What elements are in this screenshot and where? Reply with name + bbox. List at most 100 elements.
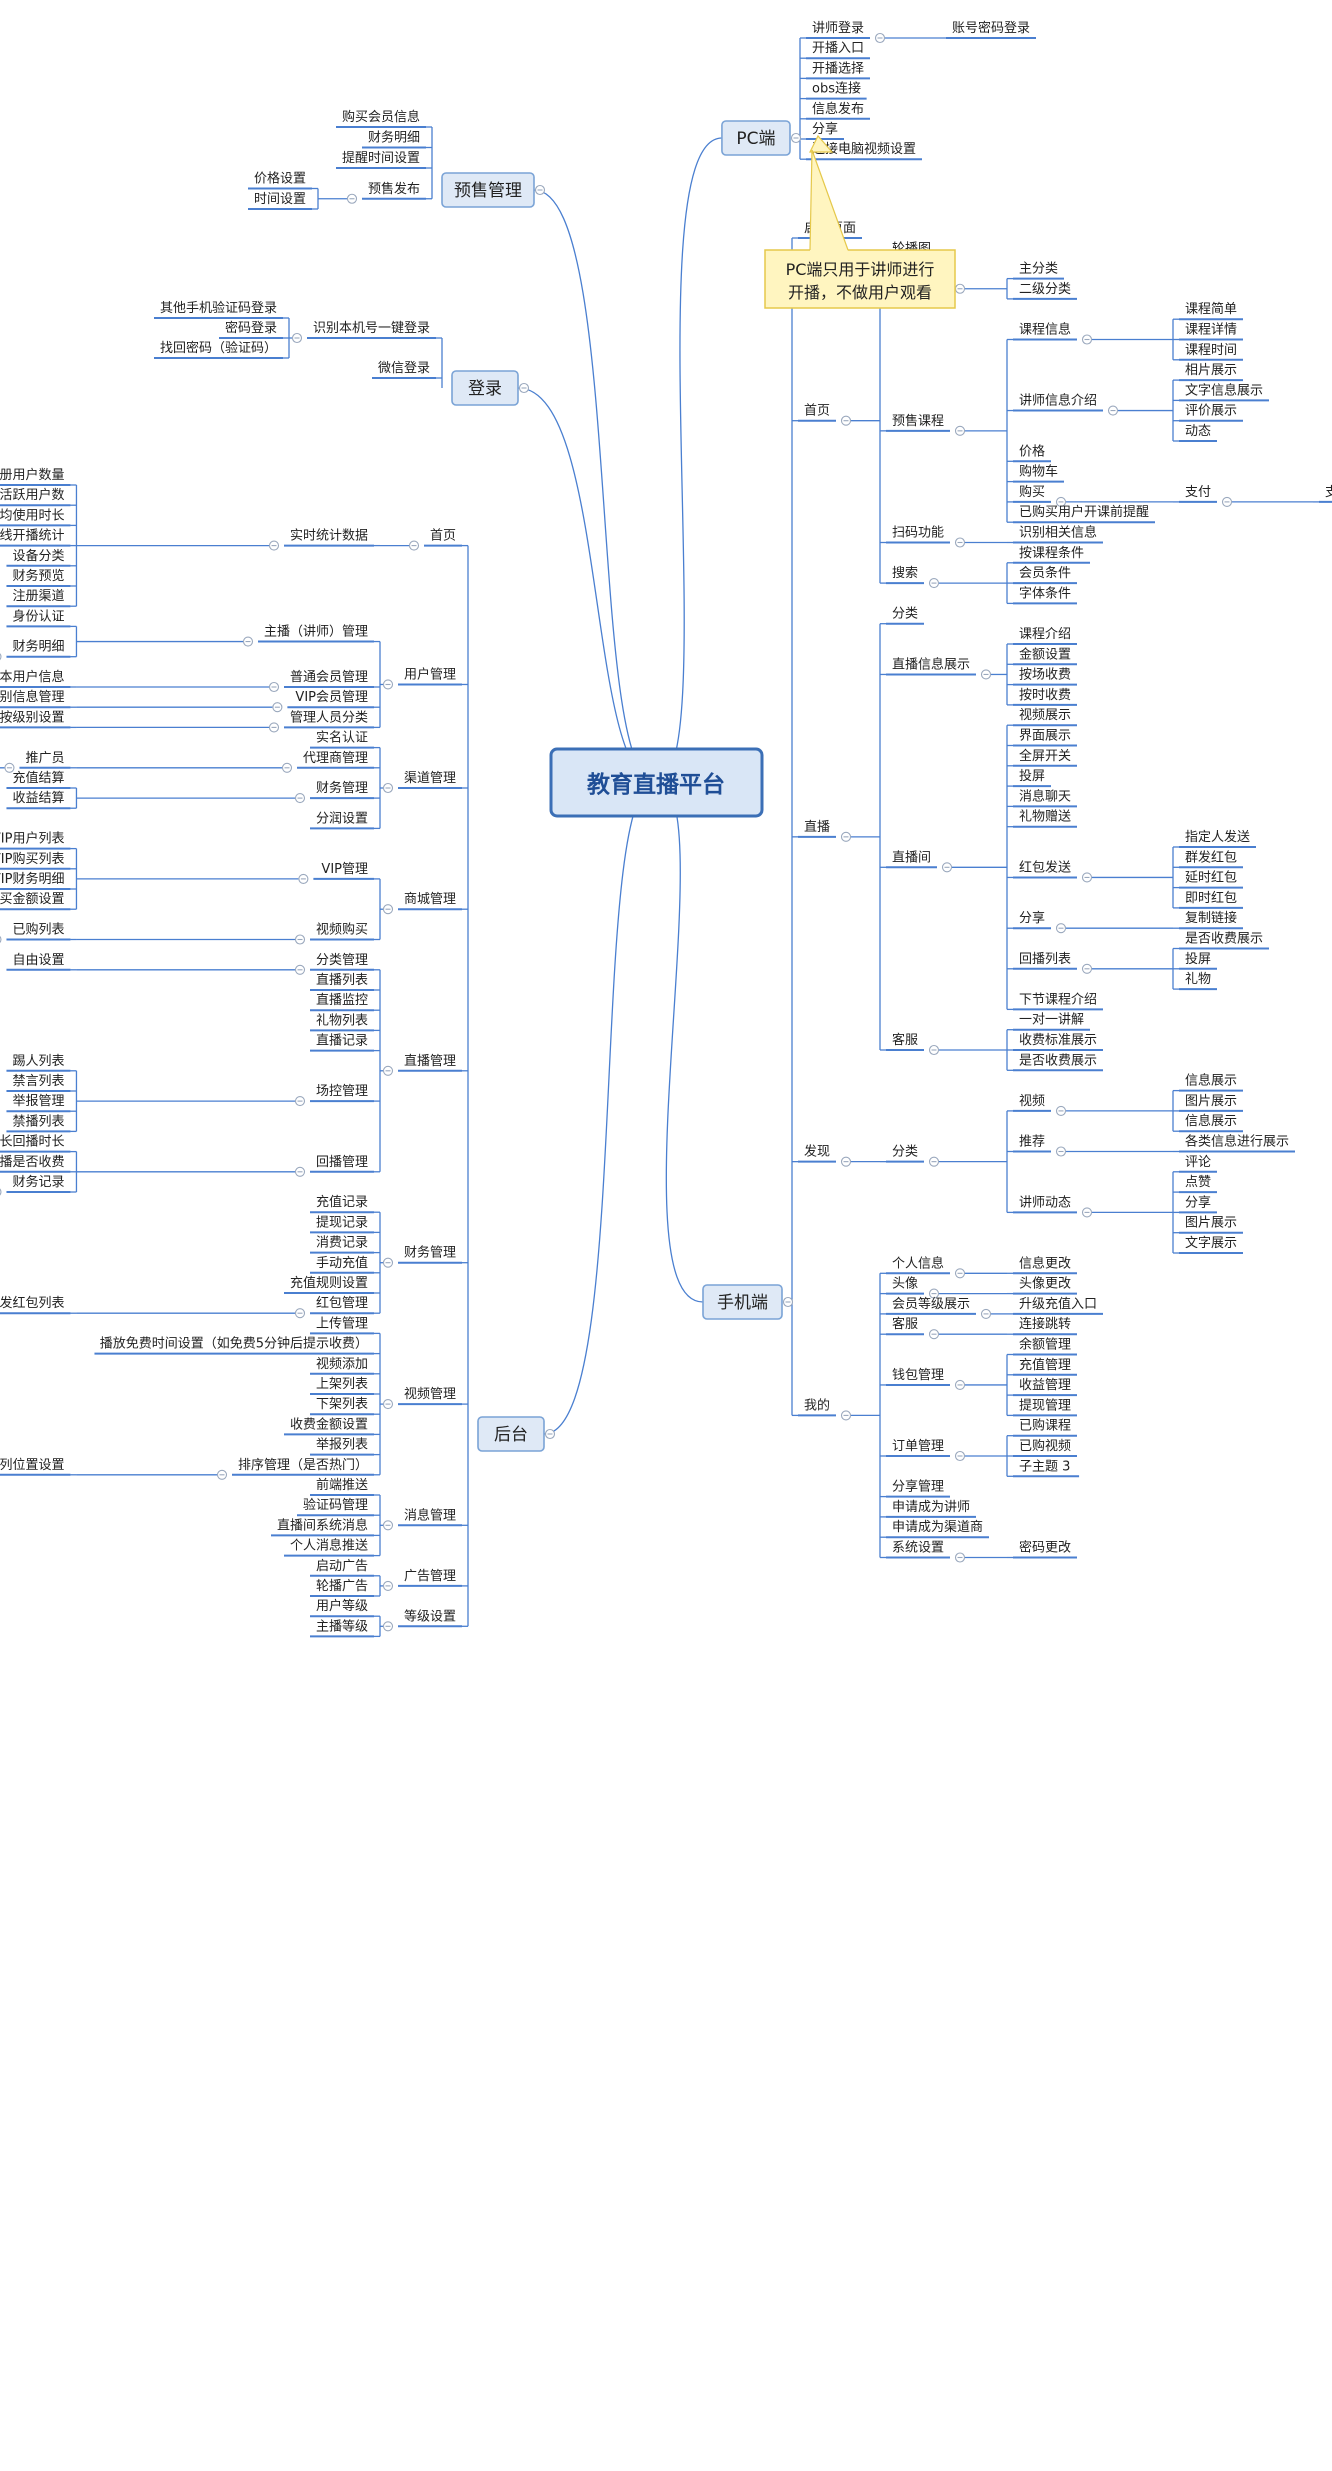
topic-node[interactable]: 直播记录 [310,1034,374,1052]
collapse-toggle[interactable] [954,1552,966,1563]
collapse-toggle[interactable] [268,681,280,693]
topic-node[interactable]: 设置最长回播时长 [0,1135,71,1153]
topic-node[interactable]: 财务明细 [362,130,426,149]
topic-node[interactable]: 上架列表 [310,1377,374,1395]
topic-node[interactable]: 指定人发送 [1179,829,1256,848]
topic-node[interactable]: 界面展示 [1013,729,1077,747]
collapse-toggle[interactable] [1081,872,1093,883]
branch-topic[interactable]: 手机端 [702,1284,783,1320]
topic-node[interactable]: VIP购买金额设置 [0,891,71,911]
topic-node[interactable]: 主播等级 [310,1618,374,1638]
collapse-toggle[interactable] [291,332,303,344]
topic-node[interactable]: 商城管理 [398,892,462,911]
topic-node[interactable]: 讲师动态 [1013,1195,1077,1214]
topic-node[interactable]: 文字展示 [1179,1236,1243,1254]
topic-node[interactable]: 投屏 [1179,951,1217,970]
topic-node[interactable]: 财务管理 [398,1245,462,1264]
topic-node[interactable]: 是否收费展示 [1179,932,1269,950]
topic-node[interactable]: 找回密码（验证码） [154,340,283,359]
topic-node[interactable]: 密码登录 [219,320,283,339]
topic-node[interactable]: 购买 [1013,484,1051,503]
collapse-toggle[interactable] [294,1166,306,1177]
collapse-toggle[interactable] [298,873,309,884]
topic-node[interactable]: 动态 [1179,424,1217,442]
collapse-toggle[interactable] [790,132,802,144]
topic-node[interactable]: VIP会员管理 [287,690,374,709]
topic-node[interactable]: 各类信息进行展示 [1179,1134,1295,1153]
topic-node[interactable]: 图片展示 [1179,1094,1243,1112]
topic-node[interactable]: 收费标准展示 [1013,1033,1103,1051]
topic-node[interactable]: 全屏开关 [1013,748,1077,767]
collapse-toggle[interactable] [954,537,966,548]
topic-node[interactable]: 下架列表 [310,1397,374,1416]
topic-node[interactable]: 所发红包列表 [0,1295,71,1315]
topic-node[interactable]: 手动充值 [310,1255,374,1274]
topic-node[interactable]: 讲师信息介绍 [1013,393,1103,412]
collapse-toggle[interactable] [1081,1207,1093,1218]
topic-node[interactable]: 财务管理 [310,780,374,800]
topic-node[interactable]: 实时统计数据 [284,529,374,547]
topic-node[interactable]: 上传管理 [310,1316,374,1335]
topic-node[interactable]: 轮播广告 [310,1579,374,1597]
topic-node[interactable]: 价格 [1013,443,1051,463]
topic-node[interactable]: 密码更改 [1013,1540,1077,1559]
collapse-toggle[interactable] [1081,963,1093,974]
topic-node[interactable]: 头像 [886,1277,924,1295]
topic-node[interactable]: 提醒时间设置 [336,150,426,169]
topic-node[interactable]: 各种级别信息管理 [0,689,71,709]
collapse-toggle[interactable] [268,722,280,733]
collapse-toggle[interactable] [0,1188,2,1197]
topic-node[interactable]: 信息展示 [1179,1113,1243,1133]
topic-node[interactable]: 普通会员管理 [284,670,374,688]
central-topic[interactable]: 教育直播平台 [549,747,764,818]
topic-node[interactable]: 支付 [1179,485,1217,503]
collapse-toggle[interactable] [382,1399,394,1410]
topic-node[interactable]: 相片展示 [1179,363,1243,382]
topic-node[interactable]: 收益结算 [6,791,71,810]
topic-node[interactable]: 验证码管理 [297,1497,374,1517]
topic-node[interactable]: 主分类 [1013,262,1064,280]
topic-node[interactable]: 投屏 [1013,768,1051,788]
topic-node[interactable]: 分类 [886,607,924,625]
topic-node[interactable]: 财务预览 [6,568,71,587]
topic-node[interactable]: 课程介绍 [1013,627,1077,645]
topic-node[interactable]: 推荐 [1013,1135,1051,1153]
topic-node[interactable]: 礼物 [1179,971,1217,991]
topic-node[interactable]: 发现 [798,1144,836,1163]
collapse-toggle[interactable] [1055,1105,1067,1116]
topic-node[interactable]: 升级充值入口 [1013,1296,1103,1315]
topic-node[interactable]: 二级分类 [1013,282,1077,300]
topic-node[interactable]: 时间设置 [248,192,312,210]
collapse-toggle[interactable] [928,1156,940,1167]
topic-node[interactable]: 已购视频 [1013,1438,1077,1457]
topic-node[interactable]: 即时红包 [1179,890,1243,909]
topic-node[interactable]: 直播管理 [398,1054,462,1072]
collapse-toggle[interactable] [294,1096,306,1107]
topic-node[interactable]: 购买会员信息 [336,109,426,128]
topic-node[interactable]: 自由设置 [6,953,71,971]
topic-node[interactable]: 课程详情 [1179,323,1243,341]
collapse-toggle[interactable] [382,904,394,915]
topic-node[interactable]: 首页 [424,529,462,547]
topic-node[interactable]: 回播管理 [310,1155,374,1173]
topic-node[interactable]: 收益管理 [1013,1378,1077,1397]
topic-node[interactable]: 视频购买 [310,922,374,941]
topic-node[interactable]: 课程简单 [1179,301,1243,321]
collapse-toggle[interactable] [294,793,306,804]
topic-node[interactable]: 识别本机号一键登录 [307,321,436,339]
collapse-toggle[interactable] [1221,496,1233,507]
collapse-toggle[interactable] [840,831,852,842]
topic-node[interactable]: 代理商管理 [297,751,374,769]
topic-node[interactable]: 首页 [798,404,836,422]
topic-node[interactable]: 举报管理 [6,1094,71,1113]
collapse-toggle[interactable] [216,1469,228,1480]
topic-node[interactable]: 购物车 [1013,464,1064,483]
topic-node[interactable]: 评论 [1179,1155,1217,1173]
topic-node[interactable]: 开播选择 [806,61,870,80]
topic-node[interactable]: 图片展示 [1179,1216,1243,1234]
topic-node[interactable]: 举报列表 [310,1438,374,1456]
topic-node[interactable]: 收费金额设置 [284,1416,374,1436]
collapse-toggle[interactable] [242,636,254,647]
topic-node[interactable]: 礼物赠送 [1013,809,1077,828]
collapse-toggle[interactable] [928,1288,940,1299]
